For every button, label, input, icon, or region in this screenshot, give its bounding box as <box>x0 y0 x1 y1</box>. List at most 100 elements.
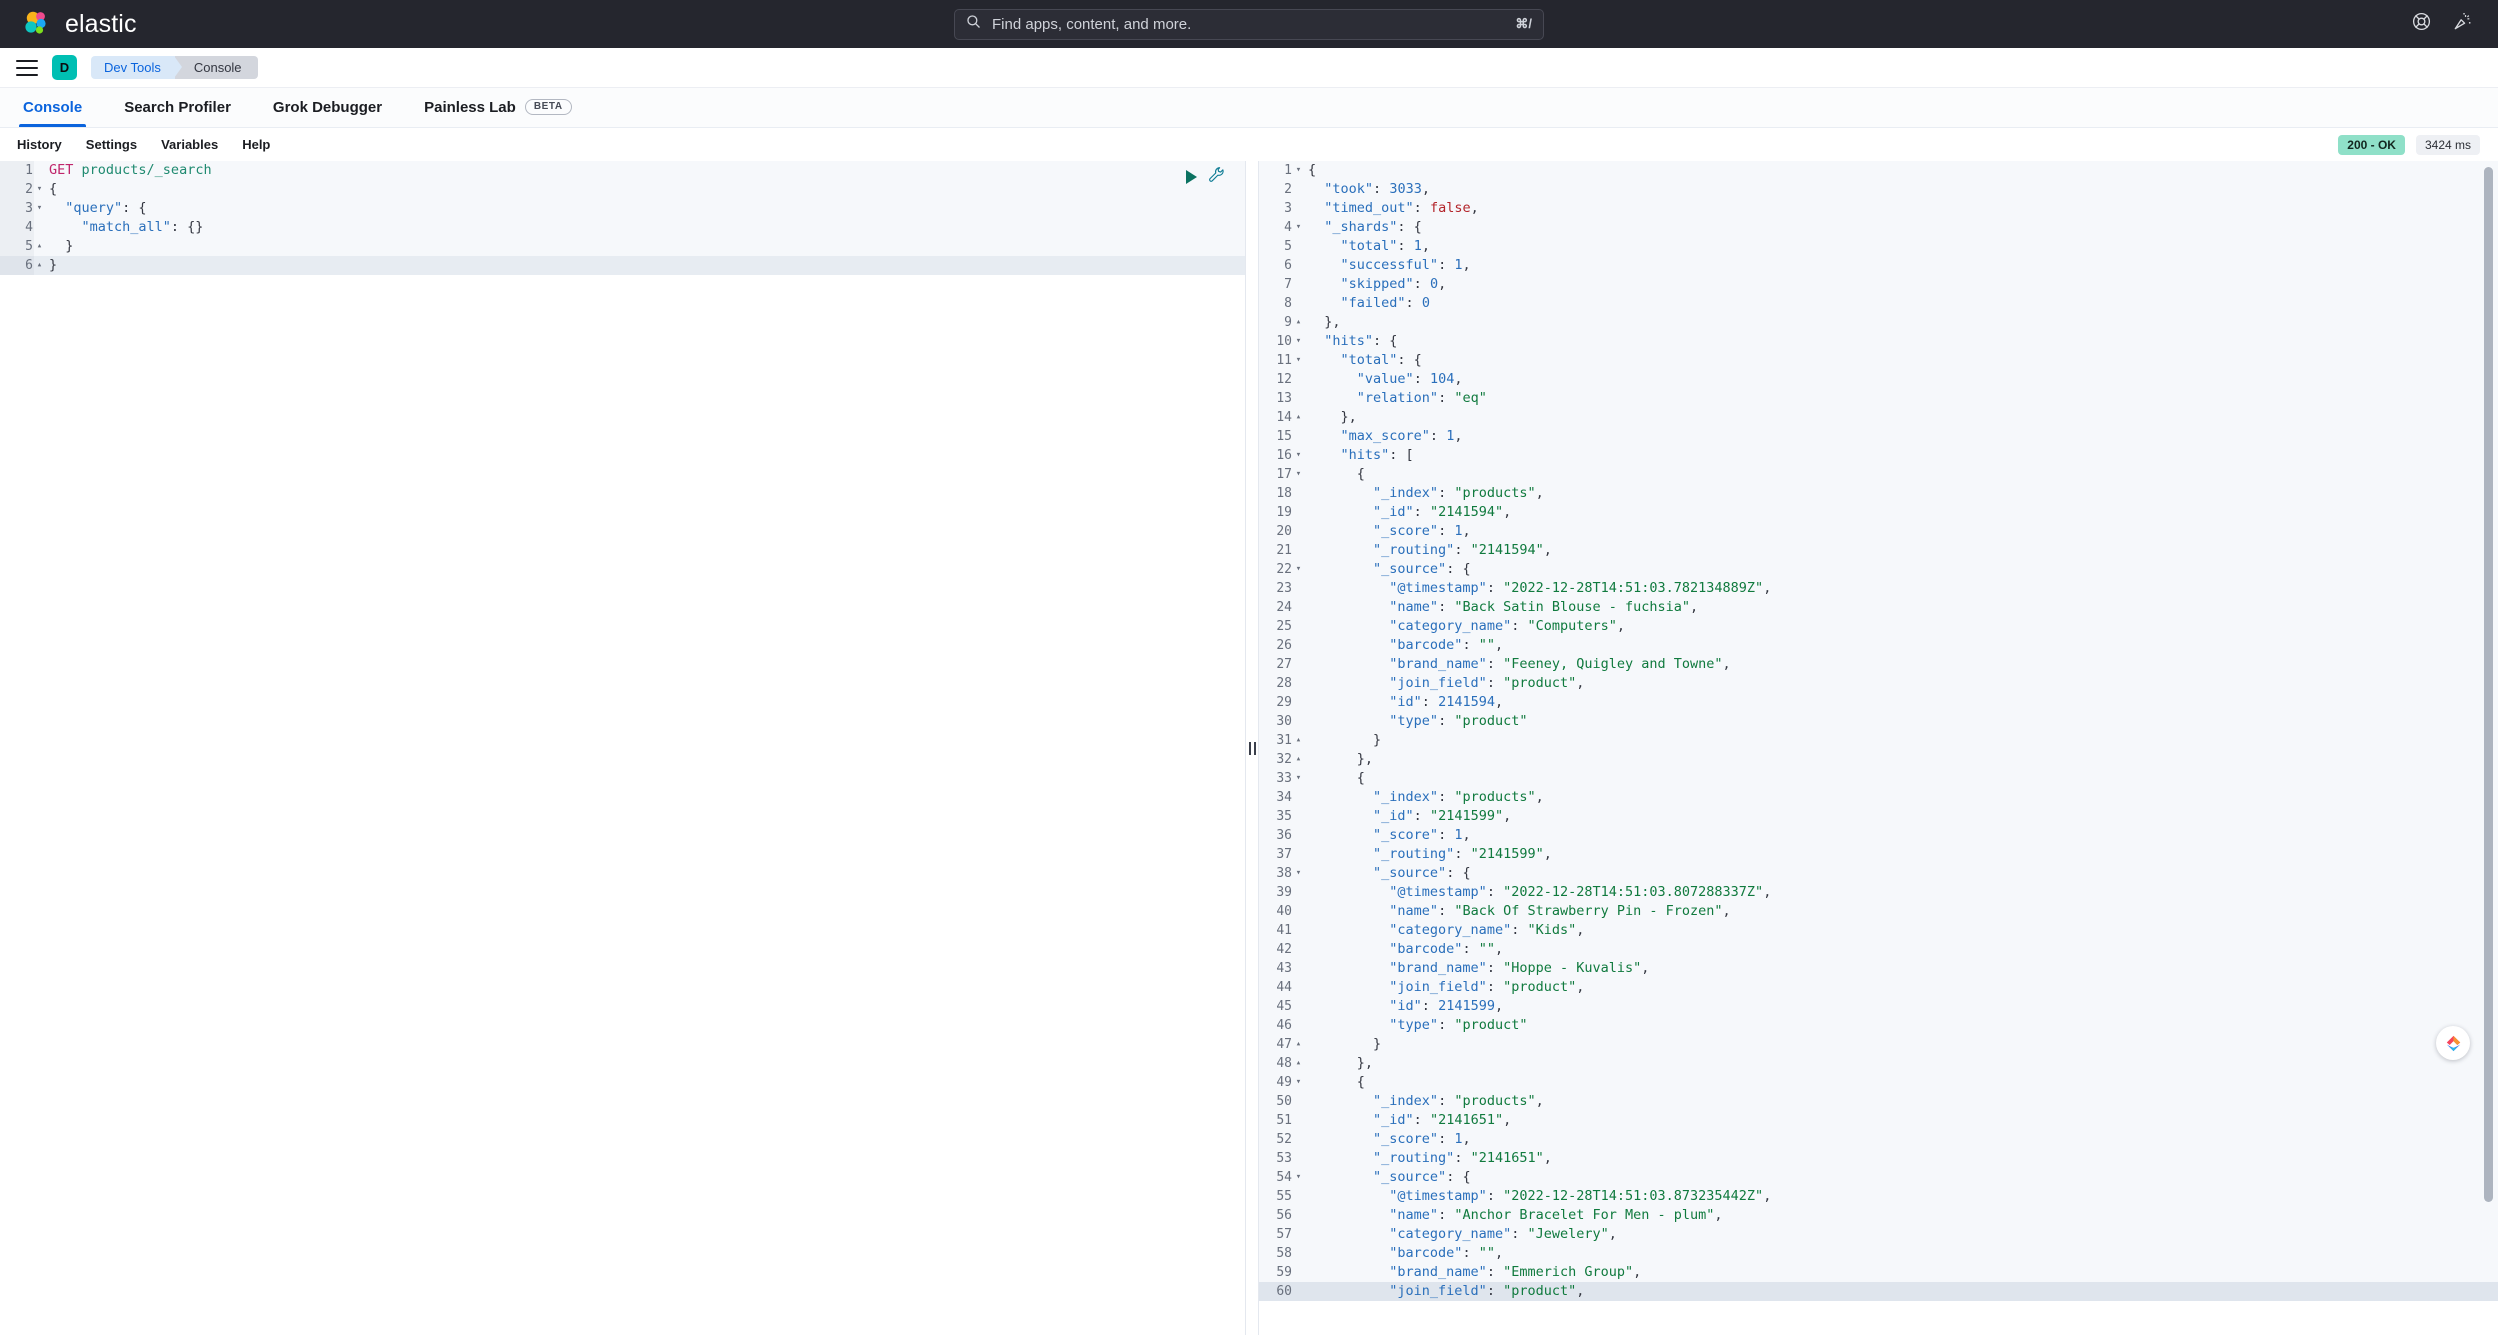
code-line[interactable]: 12 "value": 104, <box>1259 370 2498 389</box>
tab-search-profiler[interactable]: Search Profiler <box>103 87 252 127</box>
code-line[interactable]: 37 "_routing": "2141599", <box>1259 845 2498 864</box>
code-line[interactable]: 16▾ "hits": [ <box>1259 446 2498 465</box>
code-line[interactable]: 34 "_index": "products", <box>1259 788 2498 807</box>
code-line[interactable]: 54▾ "_source": { <box>1259 1168 2498 1187</box>
fold-toggle-icon[interactable]: ▾ <box>1295 773 1302 783</box>
code-line[interactable]: 52 "_score": 1, <box>1259 1130 2498 1149</box>
fold-toggle-icon[interactable]: ▴ <box>1295 1039 1302 1049</box>
code-line[interactable]: 39 "@timestamp": "2022-12-28T14:51:03.80… <box>1259 883 2498 902</box>
fold-toggle-icon[interactable]: ▾ <box>1295 469 1302 479</box>
code-line[interactable]: 21 "_routing": "2141594", <box>1259 541 2498 560</box>
code-line[interactable]: 15 "max_score": 1, <box>1259 427 2498 446</box>
fold-toggle-icon[interactable]: ▾ <box>36 184 43 194</box>
code-line[interactable]: 60 "join_field": "product", <box>1259 1282 2498 1301</box>
code-line[interactable]: 9▴ }, <box>1259 313 2498 332</box>
fold-toggle-icon[interactable]: ▴ <box>1295 735 1302 745</box>
app-logo-badge[interactable] <box>2436 1026 2470 1060</box>
history-button[interactable]: History <box>17 137 62 152</box>
fold-toggle-icon[interactable]: ▾ <box>1295 336 1302 346</box>
code-line[interactable]: 14▴ }, <box>1259 408 2498 427</box>
code-line[interactable]: 4▾ "_shards": { <box>1259 218 2498 237</box>
fold-toggle-icon[interactable]: ▾ <box>1295 355 1302 365</box>
code-line[interactable]: 1▾{ <box>1259 161 2498 180</box>
code-line[interactable]: 24 "name": "Back Satin Blouse - fuchsia"… <box>1259 598 2498 617</box>
tab-painless-lab[interactable]: Painless Lab BETA <box>403 87 593 127</box>
help-button[interactable]: Help <box>242 137 271 152</box>
fold-toggle-icon[interactable]: ▾ <box>1295 1172 1302 1182</box>
code-line[interactable]: 50 "_index": "products", <box>1259 1092 2498 1111</box>
fold-toggle-icon[interactable]: ▴ <box>1295 317 1302 327</box>
fold-toggle-icon[interactable]: ▾ <box>1295 222 1302 232</box>
code-line[interactable]: 31▴ } <box>1259 731 2498 750</box>
help-lifebuoy-icon[interactable] <box>2412 12 2431 36</box>
tab-console[interactable]: Console <box>2 87 103 127</box>
code-line[interactable]: 56 "name": "Anchor Bracelet For Men - pl… <box>1259 1206 2498 1225</box>
code-line[interactable]: 49▾ { <box>1259 1073 2498 1092</box>
code-line[interactable]: 48▴ }, <box>1259 1054 2498 1073</box>
code-line[interactable]: 17▾ { <box>1259 465 2498 484</box>
code-line[interactable]: 22▾ "_source": { <box>1259 560 2498 579</box>
code-line[interactable]: 33▾ { <box>1259 769 2498 788</box>
code-line[interactable]: 11▾ "total": { <box>1259 351 2498 370</box>
settings-button[interactable]: Settings <box>85 137 138 152</box>
fold-toggle-icon[interactable]: ▾ <box>36 203 43 213</box>
brand[interactable]: elastic <box>0 9 137 39</box>
fold-toggle-icon[interactable]: ▴ <box>36 241 43 251</box>
code-line[interactable]: 20 "_score": 1, <box>1259 522 2498 541</box>
code-line[interactable]: 10▾ "hits": { <box>1259 332 2498 351</box>
code-line[interactable]: 55 "@timestamp": "2022-12-28T14:51:03.87… <box>1259 1187 2498 1206</box>
code-line[interactable]: 32▴ }, <box>1259 750 2498 769</box>
fold-toggle-icon[interactable]: ▾ <box>1295 165 1302 175</box>
code-line[interactable]: 27 "brand_name": "Feeney, Quigley and To… <box>1259 655 2498 674</box>
code-line[interactable]: 5▴ } <box>0 237 1245 256</box>
code-line[interactable]: 2 "took": 3033, <box>1259 180 2498 199</box>
play-run-icon[interactable] <box>1186 170 1197 184</box>
code-line[interactable]: 41 "category_name": "Kids", <box>1259 921 2498 940</box>
code-line[interactable]: 47▴ } <box>1259 1035 2498 1054</box>
fold-toggle-icon[interactable]: ▾ <box>1295 1077 1302 1087</box>
code-line[interactable]: 5 "total": 1, <box>1259 237 2498 256</box>
code-line[interactable]: 36 "_score": 1, <box>1259 826 2498 845</box>
code-line[interactable]: 51 "_id": "2141651", <box>1259 1111 2498 1130</box>
code-line[interactable]: 44 "join_field": "product", <box>1259 978 2498 997</box>
code-line[interactable]: 42 "barcode": "", <box>1259 940 2498 959</box>
code-line[interactable]: 6▴} <box>0 256 1245 275</box>
response-code[interactable]: 1▾{2 "took": 3033,3 "timed_out": false,4… <box>1259 161 2498 1301</box>
fold-toggle-icon[interactable]: ▾ <box>1295 868 1302 878</box>
space-avatar[interactable]: D <box>52 55 77 80</box>
code-line[interactable]: 53 "_routing": "2141651", <box>1259 1149 2498 1168</box>
code-line[interactable]: 3 "timed_out": false, <box>1259 199 2498 218</box>
code-line[interactable]: 59 "brand_name": "Emmerich Group", <box>1259 1263 2498 1282</box>
code-line[interactable]: 3▾ "query": { <box>0 199 1245 218</box>
code-line[interactable]: 29 "id": 2141594, <box>1259 693 2498 712</box>
code-line[interactable]: 57 "category_name": "Jewelery", <box>1259 1225 2498 1244</box>
code-line[interactable]: 40 "name": "Back Of Strawberry Pin - Fro… <box>1259 902 2498 921</box>
response-viewer[interactable]: 1▾{2 "took": 3033,3 "timed_out": false,4… <box>1259 161 2498 1335</box>
code-line[interactable]: 35 "_id": "2141599", <box>1259 807 2498 826</box>
code-line[interactable]: 38▾ "_source": { <box>1259 864 2498 883</box>
variables-button[interactable]: Variables <box>161 137 219 152</box>
code-line[interactable]: 30 "type": "product" <box>1259 712 2498 731</box>
fold-toggle-icon[interactable]: ▾ <box>1295 564 1302 574</box>
code-line[interactable]: 19 "_id": "2141594", <box>1259 503 2498 522</box>
tab-grok-debugger[interactable]: Grok Debugger <box>252 87 403 127</box>
fold-toggle-icon[interactable]: ▴ <box>1295 1058 1302 1068</box>
code-line[interactable]: 26 "barcode": "", <box>1259 636 2498 655</box>
code-line[interactable]: 23 "@timestamp": "2022-12-28T14:51:03.78… <box>1259 579 2498 598</box>
code-line[interactable]: 58 "barcode": "", <box>1259 1244 2498 1263</box>
global-search-input[interactable]: Find apps, content, and more. ⌘/ <box>954 8 1544 40</box>
code-line[interactable]: 18 "_index": "products", <box>1259 484 2498 503</box>
code-line[interactable]: 6 "successful": 1, <box>1259 256 2498 275</box>
code-line[interactable]: 43 "brand_name": "Hoppe - Kuvalis", <box>1259 959 2498 978</box>
fold-toggle-icon[interactable]: ▴ <box>36 260 43 270</box>
code-line[interactable]: 7 "skipped": 0, <box>1259 275 2498 294</box>
breadcrumb-item-console[interactable]: Console <box>174 56 258 79</box>
wrench-icon[interactable] <box>1208 166 1225 188</box>
code-line[interactable]: 4 "match_all": {} <box>0 218 1245 237</box>
whats-new-confetti-icon[interactable] <box>2453 12 2472 36</box>
response-vertical-scrollbar[interactable] <box>2484 167 2493 1202</box>
code-line[interactable]: 13 "relation": "eq" <box>1259 389 2498 408</box>
